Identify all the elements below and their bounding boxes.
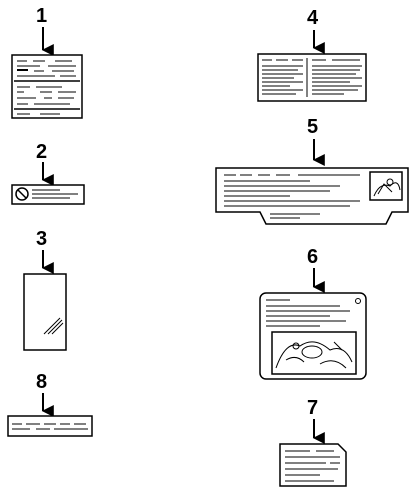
part-3-label: 3 [23,228,67,351]
label-panel-3 [23,273,67,351]
label-card-7-text [285,450,340,482]
callout-number-7: 7 [307,397,318,419]
label-panel-5 [215,167,409,225]
callout-number-1: 1 [36,5,47,27]
label-sheet-1-text [14,60,80,115]
callout-number-5: 5 [307,116,318,138]
label-panel-5-text [224,174,360,219]
callout-number-6: 6 [307,246,318,268]
label-strip-8-text [12,423,88,430]
engine-sketch-icon [373,178,401,197]
label-strip-8 [7,415,93,437]
label-sheet-4-text [262,59,362,95]
label-decal-2-text [32,189,78,199]
glare-lines [43,317,64,335]
part-8-label: 8 [7,371,93,437]
callout-number-4: 4 [307,7,319,29]
part-1-label: 1 [11,5,83,119]
callout-number-8: 8 [36,371,47,393]
part-2-label: 2 [11,141,85,205]
label-card-7 [279,443,347,487]
callout-number-2: 2 [36,141,47,163]
label-panel-6-text [266,299,350,327]
part-5-label: 5 [215,116,409,225]
part-6-label: 6 [259,246,367,380]
no-symbol-icon [15,187,29,201]
label-panel-6-image [271,331,357,375]
callout-number-3: 3 [36,228,47,250]
mounting-hole-icon [355,298,361,304]
engine-bay-sketch-icon [275,341,353,369]
part-4-label: 4 [257,7,367,102]
part-7-label: 7 [279,397,347,487]
